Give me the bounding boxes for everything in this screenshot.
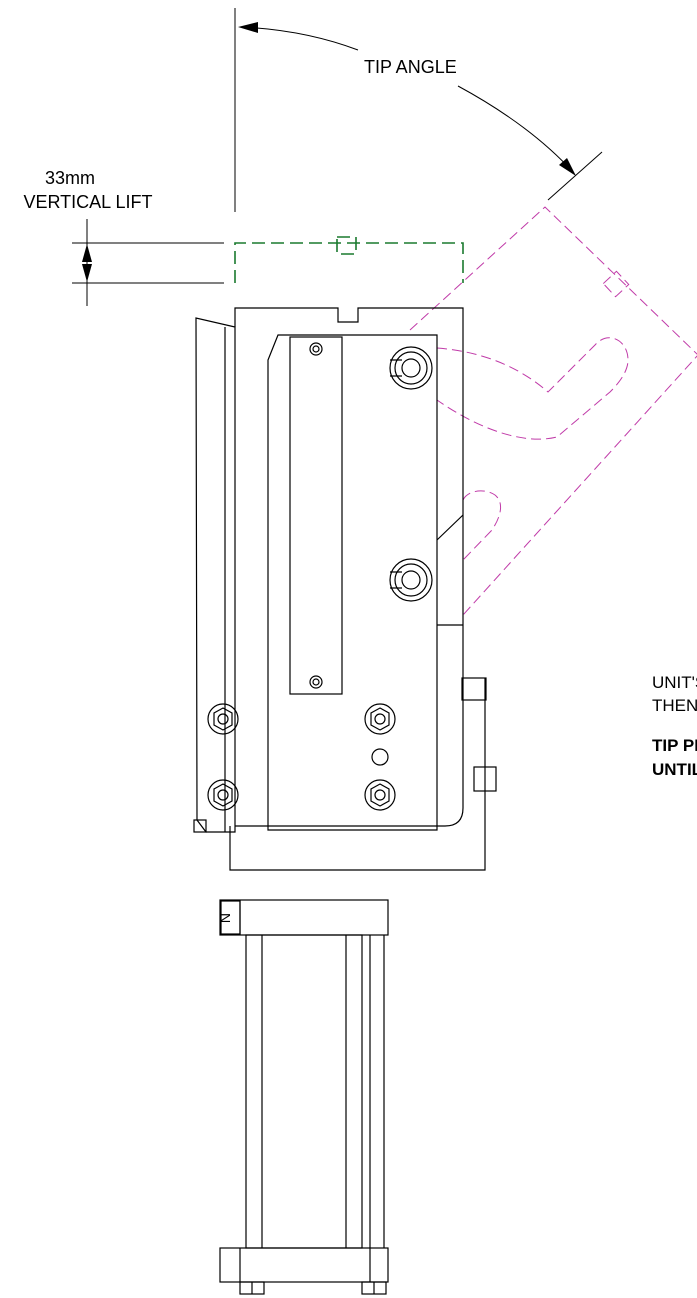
note-bold-line-2: UNTIL — [652, 760, 697, 779]
vertical-lift-dimension — [72, 219, 224, 306]
tip-angle-dimension — [234, 8, 603, 212]
note-line-2: THEN — [652, 696, 697, 715]
cylinder-head — [219, 899, 389, 936]
lift-arrow-bottom — [82, 264, 92, 282]
tipped-key-tab — [602, 270, 630, 298]
lift-arrow-top — [82, 244, 92, 262]
tip-angle-label: TIP ANGLE — [364, 57, 457, 77]
left-cover — [195, 317, 236, 833]
bolt-left-upper — [207, 703, 239, 735]
lift-value-label: 33mm — [45, 168, 95, 188]
lift-description-label: VERTICAL LIFT — [23, 192, 152, 212]
l-bracket-outer — [229, 678, 486, 871]
note-line-1: UNIT'S — [652, 673, 697, 692]
knob-upper — [389, 346, 433, 390]
angle-arc-right — [457, 85, 574, 173]
bolt-right-lower — [364, 779, 396, 811]
bolt-right-upper — [364, 703, 396, 735]
bolt-left-lower — [207, 779, 239, 811]
cylinder-mark: N — [217, 913, 233, 923]
cylinder-base — [219, 1247, 389, 1283]
rail-screw-top — [309, 342, 323, 356]
angle-extension-line — [547, 151, 603, 201]
note-bold-line-1: TIP PI — [652, 736, 697, 755]
rail-screw-bottom — [309, 675, 323, 689]
set-screw — [193, 819, 207, 833]
tipped-slot-lower — [462, 490, 502, 561]
side-step-line — [436, 514, 464, 541]
arrowhead-left — [238, 22, 258, 33]
lifted-position-outline — [234, 236, 464, 283]
bracket-top-block — [461, 677, 487, 701]
knob-lower — [389, 558, 433, 602]
cylinder-mark-box — [220, 900, 241, 935]
bracket-clamp — [473, 766, 497, 792]
cylinder-barrel — [245, 934, 363, 1249]
upper-body-outline — [234, 307, 464, 678]
front-plate — [267, 334, 438, 831]
small-hole — [371, 748, 389, 766]
l-bracket — [235, 678, 464, 827]
rail-screw-top-inner — [312, 345, 320, 353]
tipped-slot-upper — [436, 337, 629, 440]
lifted-key-tab — [336, 236, 357, 255]
arrowhead-right — [559, 158, 576, 176]
angle-arc-left — [241, 26, 359, 51]
rail-slot — [289, 336, 343, 695]
tipped-position-outline — [409, 206, 697, 616]
rail-screw-bottom-inner — [312, 678, 320, 686]
main-unit — [193, 307, 497, 1295]
